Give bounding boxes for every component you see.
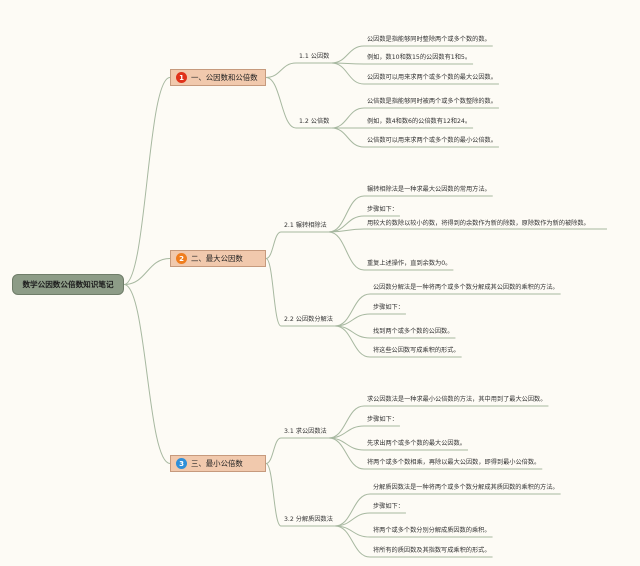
sub-node-3-1[interactable]: 3.1 求公因数法 — [284, 428, 327, 435]
leaf-3-1-3: 先求出两个或多个数的最大公因数。 — [367, 440, 466, 447]
sub-node-1-2[interactable]: 1.2 公倍数 — [299, 118, 330, 125]
connector-branch-1-to-sub-1 — [265, 62, 297, 78]
branch-label-3: 三、最小公倍数 — [191, 459, 243, 468]
connector-sub-2-1-to-leaf-4 — [328, 231, 365, 271]
connector-sub-2-1-to-leaf-1 — [328, 195, 365, 233]
leaf-2-2-2: 步骤如下： — [373, 304, 404, 311]
sub-node-2-1[interactable]: 2.1 辗转相除法 — [284, 222, 327, 229]
leaf-1-2-1: 公倍数是指能够同时被两个或多个数整除的数。 — [367, 98, 497, 105]
number-badge-1: 1 — [176, 72, 187, 83]
leaf-3-2-1: 分解质因数法是一种将两个或多个数分解成其质因数的乘积的方法。 — [373, 484, 559, 491]
connector-sub-2-2-to-leaf-2 — [334, 313, 371, 327]
connector-branch-3-to-sub-1 — [265, 437, 282, 464]
leaf-3-2-2: 步骤如下： — [373, 503, 404, 510]
leaf-2-1-3: 用较大的数除以较小的数，将得到的余数作为新的除数，原除数作为新的被除数。 — [367, 220, 590, 227]
connector-sub-1-2-to-leaf-3 — [331, 127, 365, 148]
sub-node-2-2[interactable]: 2.2 公因数分解法 — [284, 316, 333, 323]
connector-sub-3-1-to-leaf-3 — [328, 437, 365, 451]
connector-branch-2-to-sub-1 — [265, 231, 282, 259]
connector-sub-3-2-to-leaf-2 — [334, 512, 371, 527]
leaf-2-1-1: 辗转相除法是一种求最大公因数的常用方法。 — [367, 186, 491, 193]
connector-sub-2-2-to-leaf-1 — [334, 293, 371, 327]
connector-branch-2-to-sub-2 — [265, 258, 282, 327]
connector-sub-2-1-to-leaf-3 — [328, 228, 365, 233]
connector-branch-3-to-sub-2 — [265, 463, 282, 527]
connector-sub-3-2-to-leaf-4 — [334, 525, 371, 558]
leaf-2-2-3: 找到两个或多个数的公因数。 — [373, 328, 454, 335]
connector-sub-2-2-to-leaf-4 — [334, 325, 371, 358]
leaf-2-1-4: 重复上述操作，直到余数为0。 — [367, 260, 452, 267]
connector-sub-3-2-to-leaf-3 — [334, 525, 371, 538]
root-label: 数学公因数公倍数知识笔记 — [22, 280, 114, 289]
connector-branch-1-to-sub-2 — [265, 77, 297, 129]
branch-node-1[interactable]: 1 一、公因数和公倍数 — [170, 69, 266, 86]
connector-sub-3-1-to-leaf-2 — [328, 425, 365, 439]
sub-node-1-1[interactable]: 1.1 公因数 — [299, 53, 330, 60]
root-node[interactable]: 数学公因数公倍数知识笔记 — [12, 274, 124, 295]
branch-node-2[interactable]: 2 二、最大公因数 — [170, 250, 266, 267]
leaf-2-2-4: 将这些公因数写成乘积的形式。 — [373, 347, 460, 354]
leaf-1-1-3: 公因数可以用来求两个或多个数的最大公因数。 — [367, 74, 497, 81]
number-badge-3: 3 — [176, 458, 187, 469]
branch-label-2: 二、最大公因数 — [191, 254, 243, 263]
connector-root-to-branch-1 — [123, 77, 171, 285]
leaf-3-1-1: 求公因数法是一种求最小公倍数的方法，其中用到了最大公因数。 — [367, 396, 547, 403]
leaf-3-1-2: 步骤如下： — [367, 416, 398, 423]
leaf-1-1-2: 例如，数10和数15的公因数有1和5。 — [367, 54, 472, 61]
leaf-3-2-4: 将所有的质因数及其指数写成乘积的形式。 — [373, 547, 491, 554]
connector-root-to-branch-3 — [123, 284, 171, 464]
connector-sub-3-1-to-leaf-4 — [328, 437, 365, 470]
sub-node-3-2[interactable]: 3.2 分解质因数法 — [284, 516, 333, 523]
branch-node-3[interactable]: 3 三、最小公倍数 — [170, 455, 266, 472]
connector-sub-2-2-to-leaf-3 — [334, 325, 371, 339]
connector-root-to-branch-2 — [123, 258, 171, 285]
number-badge-2: 2 — [176, 253, 187, 264]
leaf-1-2-2: 例如，数4和数6的公倍数有12和24。 — [367, 118, 472, 125]
connector-sub-3-2-to-leaf-1 — [334, 493, 371, 527]
connector-sub-3-1-to-leaf-1 — [328, 405, 365, 439]
branch-label-1: 一、公因数和公倍数 — [191, 73, 258, 82]
leaf-2-2-1: 公因数分解法是一种将两个或多个数分解成其公因数的乘积的方法。 — [373, 284, 559, 291]
connector-sub-1-1-to-leaf-1 — [331, 45, 365, 64]
leaf-3-2-3: 将两个或多个数分别分解成质因数的乘积。 — [373, 527, 491, 534]
leaf-1-1-1: 公因数是指能够同时整除两个或多个数的数。 — [367, 36, 491, 43]
leaf-2-1-2: 步骤如下： — [367, 206, 398, 213]
leaf-3-1-4: 将两个或多个数相乘，再除以最大公因数，即得到最小公倍数。 — [367, 459, 541, 466]
connector-sub-1-2-to-leaf-1 — [331, 107, 365, 129]
leaf-1-2-3: 公倍数可以用来求两个或多个数的最小公倍数。 — [367, 137, 497, 144]
connector-sub-1-1-to-leaf-3 — [331, 62, 365, 85]
